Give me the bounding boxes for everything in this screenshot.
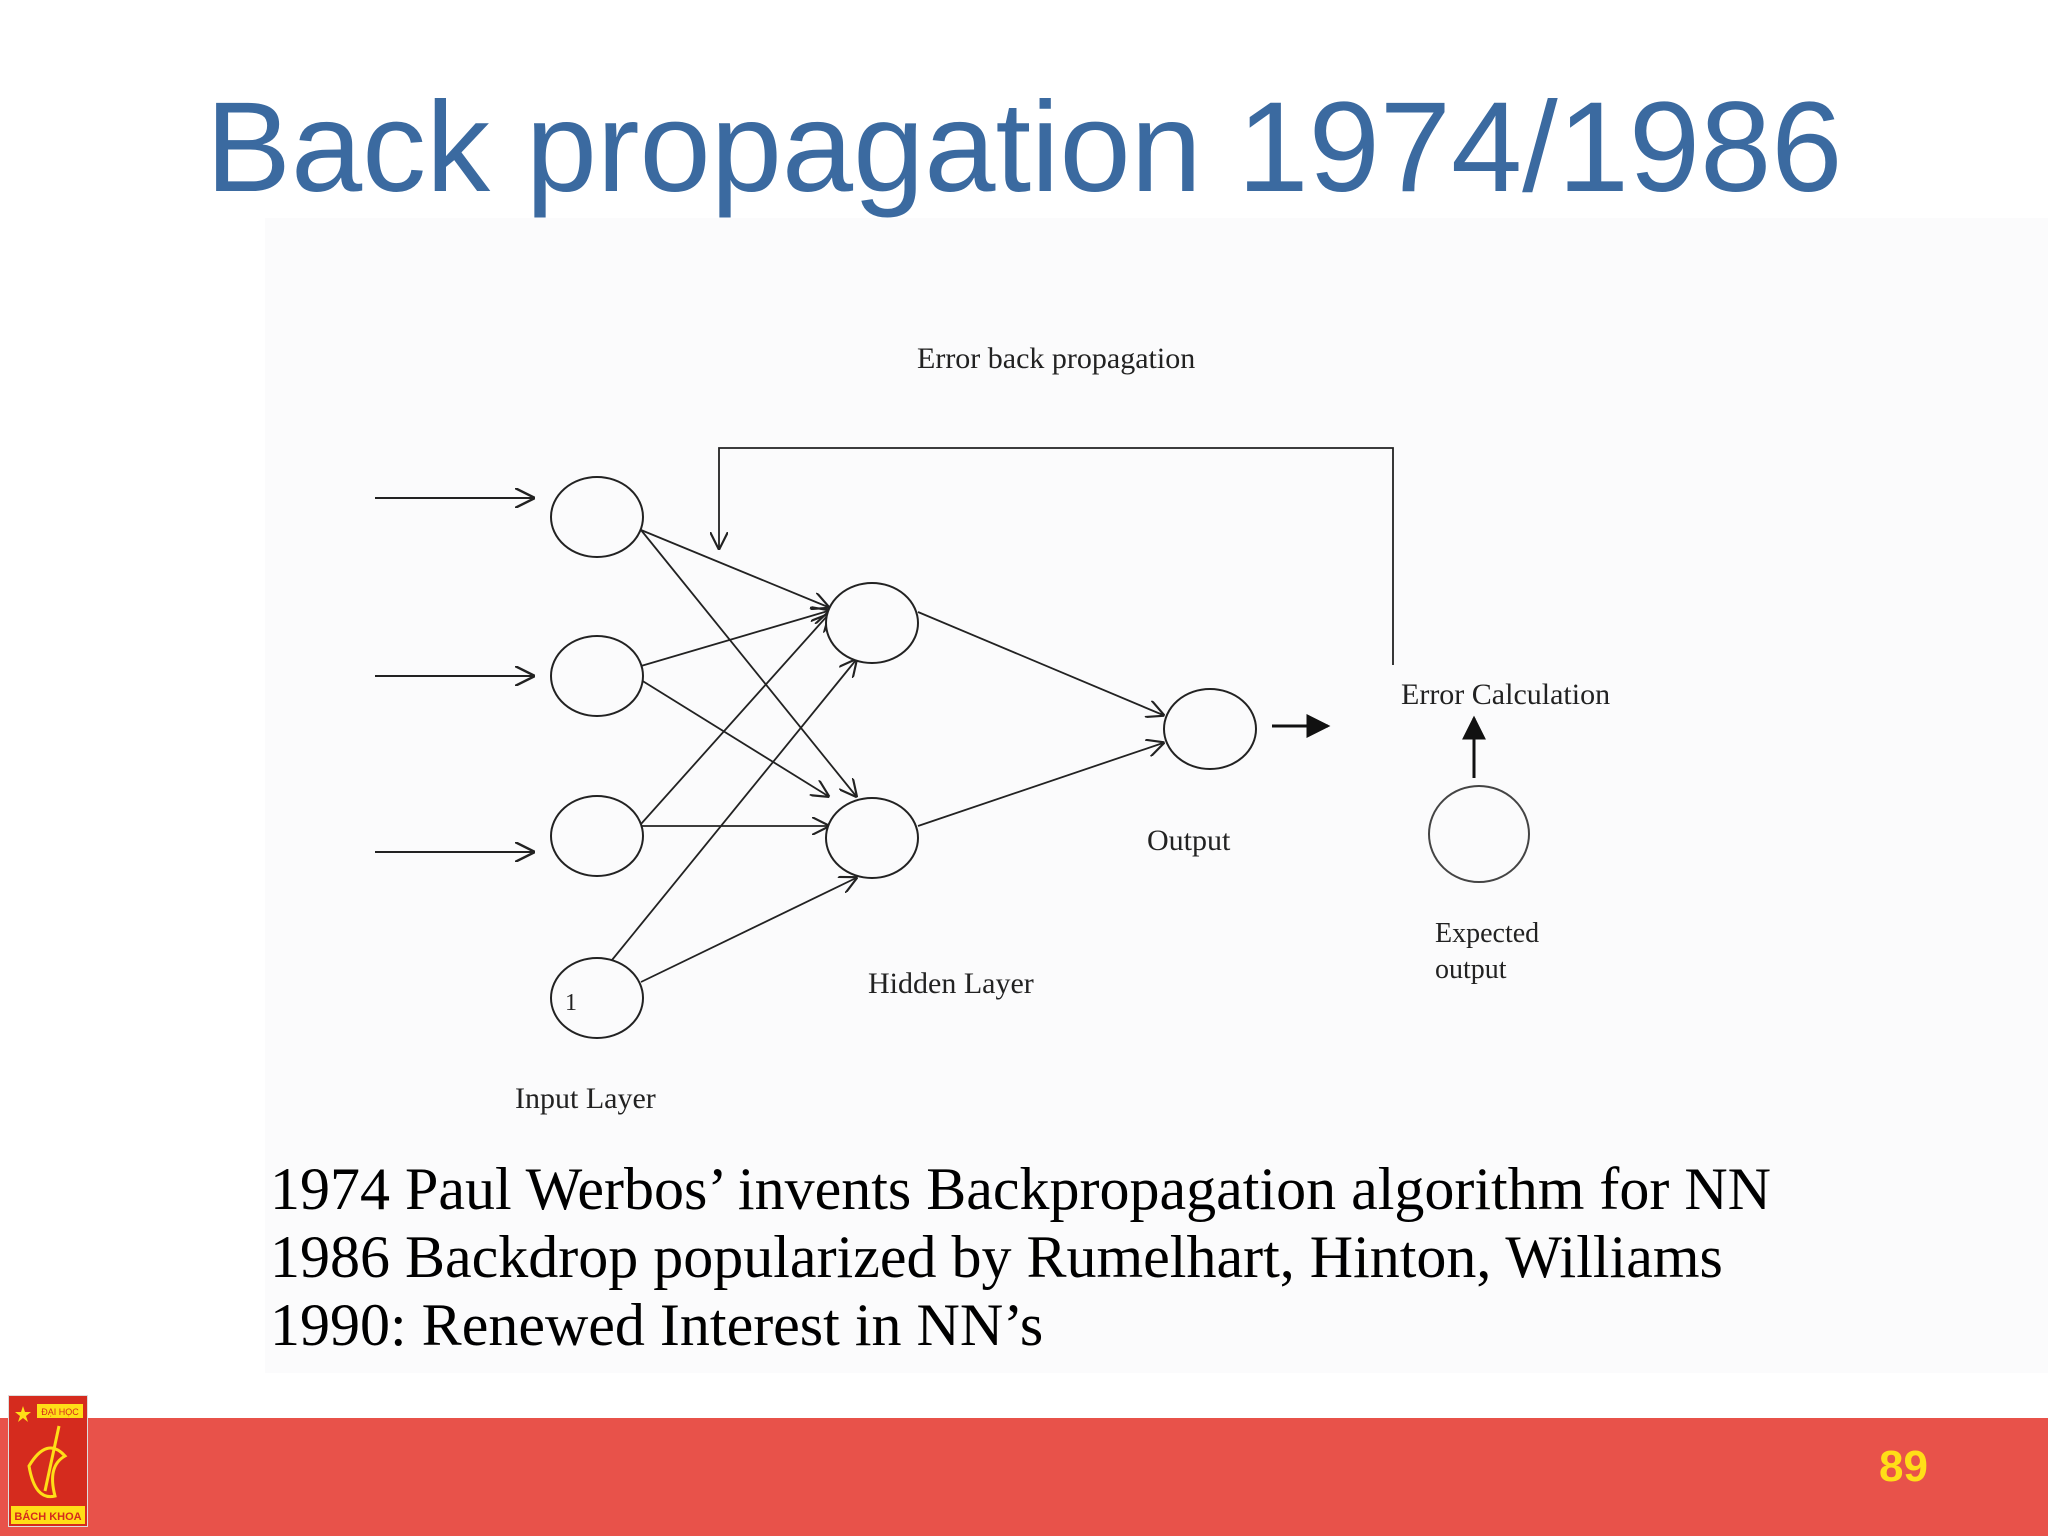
output-label: Output: [1147, 824, 1231, 857]
caption-line-1974: 1974 Paul Werbos’ invents Backpropagatio…: [270, 1156, 1771, 1222]
expected-output-label: output: [1435, 954, 1507, 985]
input-node-3: [550, 795, 644, 877]
slide-title: Back propagation 1974/1986: [205, 76, 1843, 219]
edge-h2-out: [917, 743, 1163, 827]
input-layer-label: Input Layer: [515, 1082, 656, 1115]
edge-i1-h1: [640, 529, 828, 607]
error-back-propagation-label: Error back propagation: [917, 342, 1195, 375]
logo-text-bottom: BÁCH KHOA: [14, 1510, 81, 1523]
caption-line-1990: 1990: Renewed Interest in NN’s: [270, 1292, 1044, 1358]
edge-bias-h1: [611, 660, 856, 961]
logo-text-top: ĐẠI HỌC: [41, 1407, 79, 1417]
history-caption: 1974 Paul Werbos’ invents Backpropagatio…: [270, 1155, 1771, 1359]
edge-h1-out: [917, 611, 1163, 715]
hidden-node-1: [825, 582, 919, 664]
edge-i2-h1: [640, 611, 828, 667]
hidden-node-2: [825, 797, 919, 879]
expected-label: Expected: [1435, 918, 1539, 949]
error-calculation-label: Error Calculation: [1401, 678, 1610, 711]
output-node: [1163, 688, 1257, 770]
footer-bar: [0, 1418, 2048, 1536]
input-node-2: [550, 635, 644, 717]
bias-node-label: 1: [565, 990, 577, 1016]
expected-output-node: [1428, 785, 1530, 883]
page-number: 89: [1879, 1442, 1928, 1491]
hidden-layer-label: Hidden Layer: [868, 967, 1034, 1000]
edge-bias-h2: [640, 878, 856, 983]
input-node-1: [550, 476, 644, 558]
logo-mark: ĐẠI HỌC BÁCH KHOA: [9, 1396, 87, 1526]
caption-line-1986: 1986 Backdrop popularized by Rumelhart, …: [270, 1224, 1723, 1290]
edge-i2-h2: [640, 679, 828, 796]
diagram-figure: [265, 218, 2048, 1373]
bias-node: [550, 957, 644, 1039]
edge-i3-h1: [640, 615, 828, 825]
edge-i1-h2: [640, 529, 856, 796]
error-feedback-line: [719, 447, 1394, 665]
university-logo: ĐẠI HỌC BÁCH KHOA: [8, 1395, 88, 1527]
